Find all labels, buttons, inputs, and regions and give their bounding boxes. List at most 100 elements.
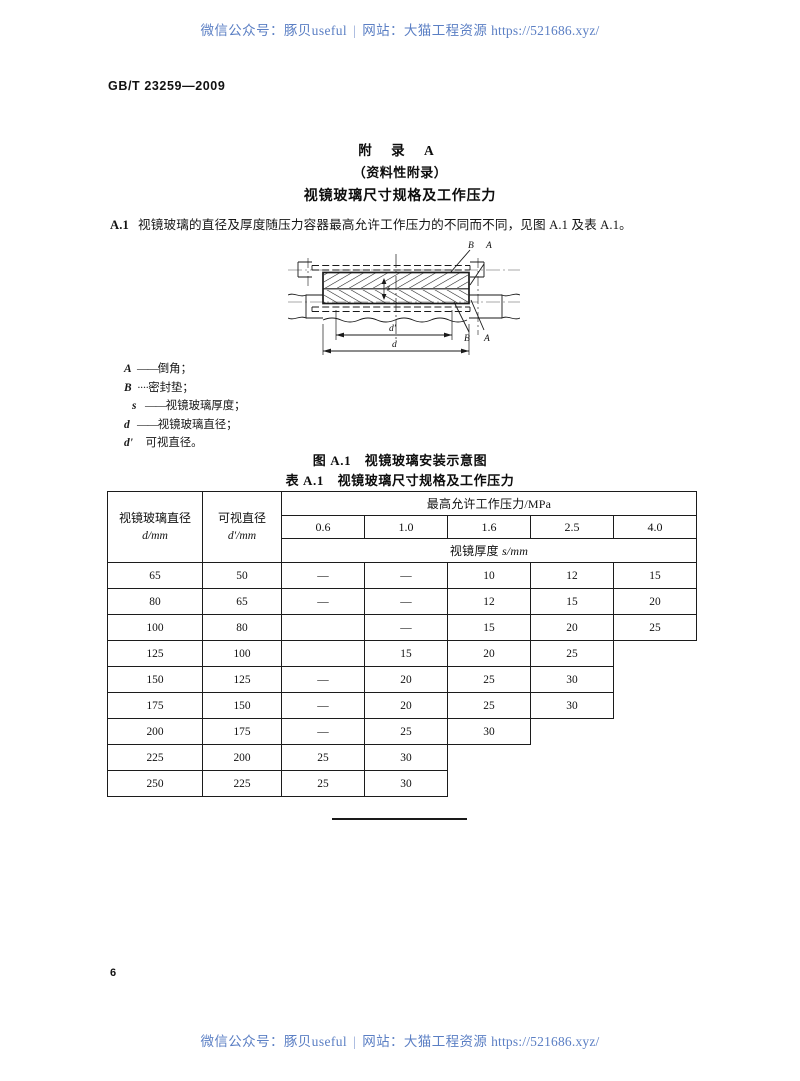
cell-thickness bbox=[281, 614, 365, 641]
header-view-diameter-title: 可视直径 bbox=[217, 511, 266, 525]
spec-table-head-row-3: 视镜厚度 s/mm bbox=[108, 538, 697, 563]
cell-thickness: — bbox=[364, 614, 448, 641]
legend-lead-s: —— bbox=[145, 400, 167, 413]
cell-view-diameter: 100 bbox=[202, 640, 282, 667]
spec-table-head-row-1: 视镜玻璃直径 d/mm 可视直径 d'/mm 最高允许工作压力/MPa bbox=[107, 491, 697, 563]
cell-glass-diameter: 175 bbox=[107, 692, 203, 719]
header-thickness-label: 视镜厚度 bbox=[449, 544, 502, 558]
cell-empty bbox=[530, 770, 614, 797]
annex-label: 附 录 A bbox=[358, 143, 442, 158]
figure-legend: A——倒角； B····密封垫； s——视镜玻璃厚度； d——视镜玻璃直径； d… bbox=[124, 360, 246, 453]
cell-thickness: 15 bbox=[613, 562, 697, 589]
legend-symbol-s: s bbox=[132, 400, 137, 413]
cell-view-diameter: 150 bbox=[202, 692, 282, 719]
watermark-site-value: 大猫工程资源 bbox=[403, 23, 488, 38]
legend-symbol-d-prime: d' bbox=[124, 437, 133, 450]
sight-glass-assembly-drawing: B A B A s d' d bbox=[288, 241, 520, 355]
cell-thickness: 30 bbox=[447, 718, 531, 745]
clause-a1: A.1 视镜玻璃的直径及厚度随压力容器最高允许工作压力的不同而不同，见图 A.1 … bbox=[110, 214, 632, 233]
spec-table-head: 视镜玻璃直径 d/mm 可视直径 d'/mm 最高允许工作压力/MPa 0.6 … bbox=[107, 491, 697, 563]
drawing-label-d-inner: d' bbox=[389, 324, 397, 334]
cell-thickness: 25 bbox=[364, 718, 448, 745]
legend-text-s: 视镜玻璃厚度； bbox=[165, 400, 246, 413]
cell-view-diameter: 125 bbox=[202, 666, 282, 693]
cell-empty bbox=[613, 744, 697, 771]
cell-thickness: 25 bbox=[281, 770, 365, 797]
cell-empty bbox=[613, 770, 697, 797]
figure-caption: 图 A.1 视镜玻璃安装示意图 bbox=[312, 453, 488, 468]
cell-thickness: — bbox=[281, 692, 365, 719]
legend-text-b: 密封垫； bbox=[148, 381, 194, 394]
cell-thickness: 25 bbox=[613, 614, 697, 641]
cell-thickness: 10 bbox=[447, 562, 531, 589]
watermark-url-2: https://521686.xyz/ bbox=[491, 1034, 600, 1049]
legend-symbol-a: A bbox=[124, 363, 132, 375]
cell-view-diameter: 80 bbox=[202, 614, 282, 641]
watermark-url: https://521686.xyz/ bbox=[491, 23, 600, 38]
standard-number: GB/T 23259—2009 bbox=[108, 79, 226, 93]
cell-thickness: 15 bbox=[530, 588, 614, 615]
drawing-label-a-top: A bbox=[485, 241, 492, 251]
watermark-wechat-label-2: 微信公众号： bbox=[200, 1034, 284, 1049]
legend-text-d-prime: 可视直径。 bbox=[145, 437, 203, 450]
cell-glass-diameter: 125 bbox=[107, 640, 203, 667]
legend-text-a: 倒角； bbox=[157, 363, 192, 375]
drawing-label-b-bottom: B bbox=[464, 334, 470, 344]
table-caption: 表 A.1 视镜玻璃尺寸规格及工作压力 bbox=[285, 473, 515, 488]
watermark-bottom: 微信公众号：豚贝useful|网站：大猫工程资源 https://521686.… bbox=[0, 1030, 800, 1050]
header-glass-diameter: 视镜玻璃直径 d/mm bbox=[107, 491, 203, 563]
clause-a1-text: 视镜玻璃的直径及厚度随压力容器最高允许工作压力的不同而不同，见图 A.1 及表 … bbox=[138, 218, 632, 232]
watermark-site-label: 网站： bbox=[362, 23, 404, 38]
header-pressure-2-5: 2.5 bbox=[530, 515, 614, 539]
drawing-label-a-bottom: A bbox=[483, 334, 490, 344]
drawing-label-s: s bbox=[387, 282, 391, 292]
cell-thickness: — bbox=[364, 562, 448, 589]
legend-lead-d: —— bbox=[137, 418, 159, 431]
cell-glass-diameter: 250 bbox=[107, 770, 203, 797]
cell-thickness: 20 bbox=[447, 640, 531, 667]
cell-thickness bbox=[281, 640, 365, 667]
spec-table-head-row-2: 0.6 1.0 1.6 2.5 4.0 bbox=[108, 515, 697, 539]
legend-item-b: B····密封垫； bbox=[124, 379, 246, 398]
cell-empty bbox=[613, 718, 697, 745]
watermark-wechat-label: 微信公众号： bbox=[200, 23, 284, 38]
watermark-separator: | bbox=[353, 23, 357, 38]
cell-empty bbox=[447, 770, 531, 797]
legend-symbol-d: d bbox=[124, 418, 130, 431]
legend-lead-b: ···· bbox=[137, 381, 149, 394]
annex-kind: （资料性附录） bbox=[352, 165, 448, 180]
header-pressure-4-0: 4.0 bbox=[613, 515, 697, 539]
cell-thickness: — bbox=[281, 666, 365, 693]
spec-table: 视镜玻璃直径 d/mm 可视直径 d'/mm 最高允许工作压力/MPa 0.6 … bbox=[107, 491, 697, 797]
cell-thickness: 25 bbox=[281, 744, 365, 771]
cell-glass-diameter: 225 bbox=[107, 744, 203, 771]
header-thickness: 视镜厚度 s/mm bbox=[281, 538, 697, 563]
cell-thickness: 12 bbox=[447, 588, 531, 615]
header-pressure-0-6: 0.6 bbox=[281, 515, 365, 539]
watermark-separator-2: | bbox=[353, 1034, 357, 1049]
cell-view-diameter: 50 bbox=[202, 562, 282, 589]
cell-thickness: 30 bbox=[530, 666, 614, 693]
cell-view-diameter: 200 bbox=[202, 744, 282, 771]
header-pressure-1-0: 1.0 bbox=[364, 515, 448, 539]
header-thickness-unit: s/mm bbox=[501, 544, 529, 558]
watermark-wechat-value: 豚贝useful bbox=[283, 23, 348, 38]
drawing-label-d-outer: d bbox=[392, 340, 397, 350]
watermark-top: 微信公众号：豚贝useful | 网站：大猫工程资源 https://521686.… bbox=[0, 19, 800, 39]
clause-a1-number: A.1 bbox=[110, 218, 129, 232]
header-glass-diameter-unit: d/mm bbox=[142, 529, 168, 542]
watermark-site-label-2: 网站： bbox=[362, 1034, 404, 1049]
cell-thickness: 15 bbox=[447, 614, 531, 641]
cell-empty bbox=[613, 692, 697, 719]
cell-empty bbox=[613, 640, 697, 667]
cell-thickness: 15 bbox=[364, 640, 448, 667]
legend-item-a: A——倒角； bbox=[124, 360, 246, 379]
cell-empty bbox=[530, 718, 614, 745]
